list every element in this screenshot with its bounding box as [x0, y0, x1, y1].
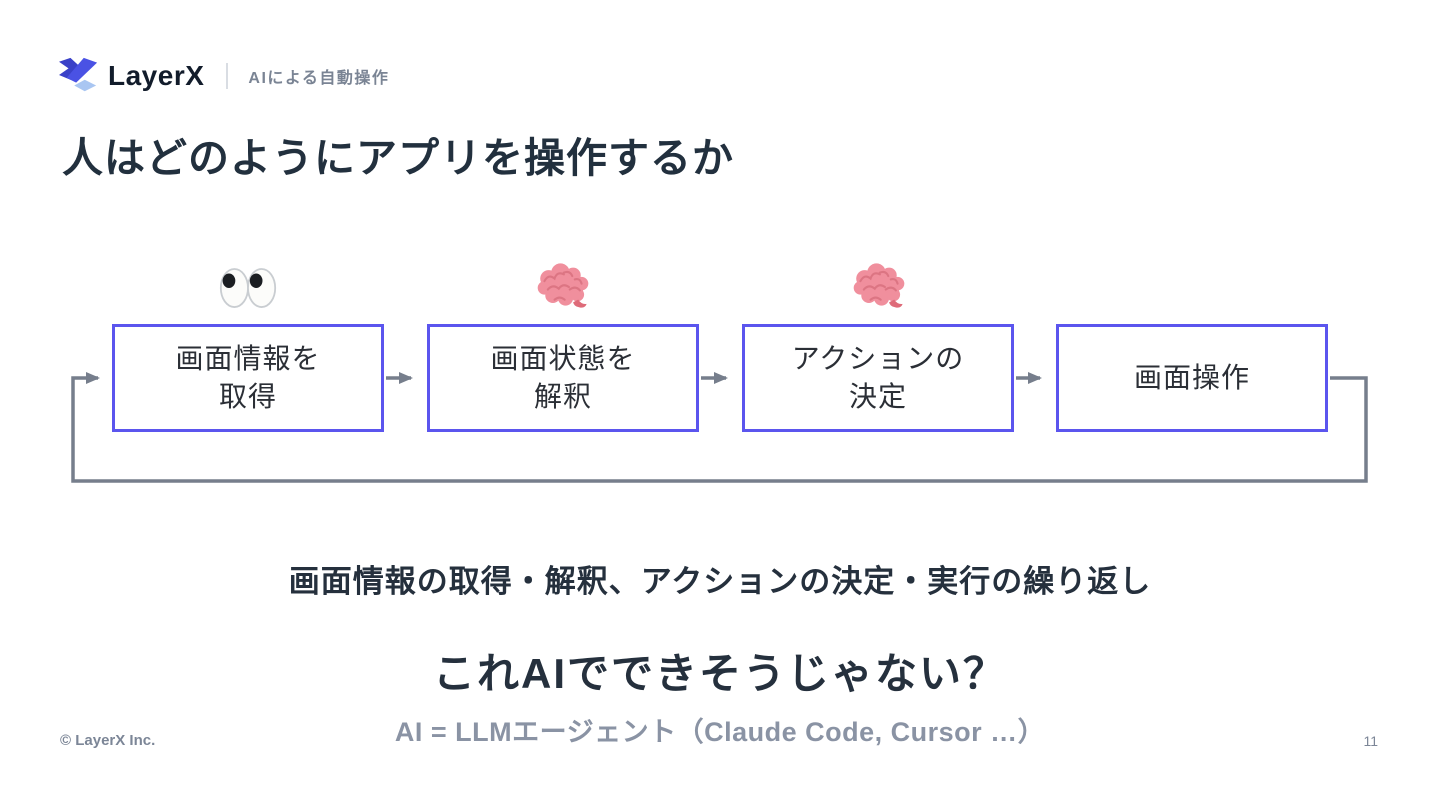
- summary-text: 画面情報の取得・解釈、アクションの決定・実行の繰り返し: [288, 564, 1152, 599]
- brain-icon: [536, 262, 590, 317]
- page-title: 人はどのようにアプリを操作するか: [62, 135, 734, 181]
- flow-step-operate-screen: 画面操作: [1056, 324, 1328, 432]
- brain-icon: [852, 262, 906, 317]
- copyright-text: © LayerX Inc.: [60, 732, 156, 749]
- callout-text: これAIでできそうじゃない？: [432, 650, 1007, 697]
- flow-step-label: 画面情報を: [175, 343, 321, 374]
- header-divider: [226, 63, 229, 89]
- layerx-logo-icon: [58, 56, 100, 96]
- flow-step-interpret-screen-state: 画面状態を 解釈: [427, 324, 699, 432]
- page-number: 11: [1363, 733, 1378, 749]
- eyes-icon: [219, 266, 277, 315]
- flow-step-label: 画面状態を: [490, 343, 636, 374]
- brand-wordmark: LayerX: [108, 60, 205, 91]
- flow-step-label: 解釈: [533, 381, 592, 412]
- flow-step-label: 取得: [218, 381, 277, 412]
- flow-step-label: 決定: [848, 381, 907, 412]
- flow-step-capture-screen-info: 画面情報を 取得: [112, 324, 384, 432]
- flow-step-label: 画面操作: [1133, 362, 1250, 393]
- slide-header: LayerX AIによる自動操作: [58, 54, 389, 98]
- flow-step-decide-action: アクションの 決定: [742, 324, 1014, 432]
- subcallout-text: AI = LLMエージェント（Claude Code, Cursor …）: [394, 717, 1046, 747]
- flow-step-label: アクションの: [791, 343, 965, 374]
- section-label: AIによる自動操作: [248, 70, 390, 87]
